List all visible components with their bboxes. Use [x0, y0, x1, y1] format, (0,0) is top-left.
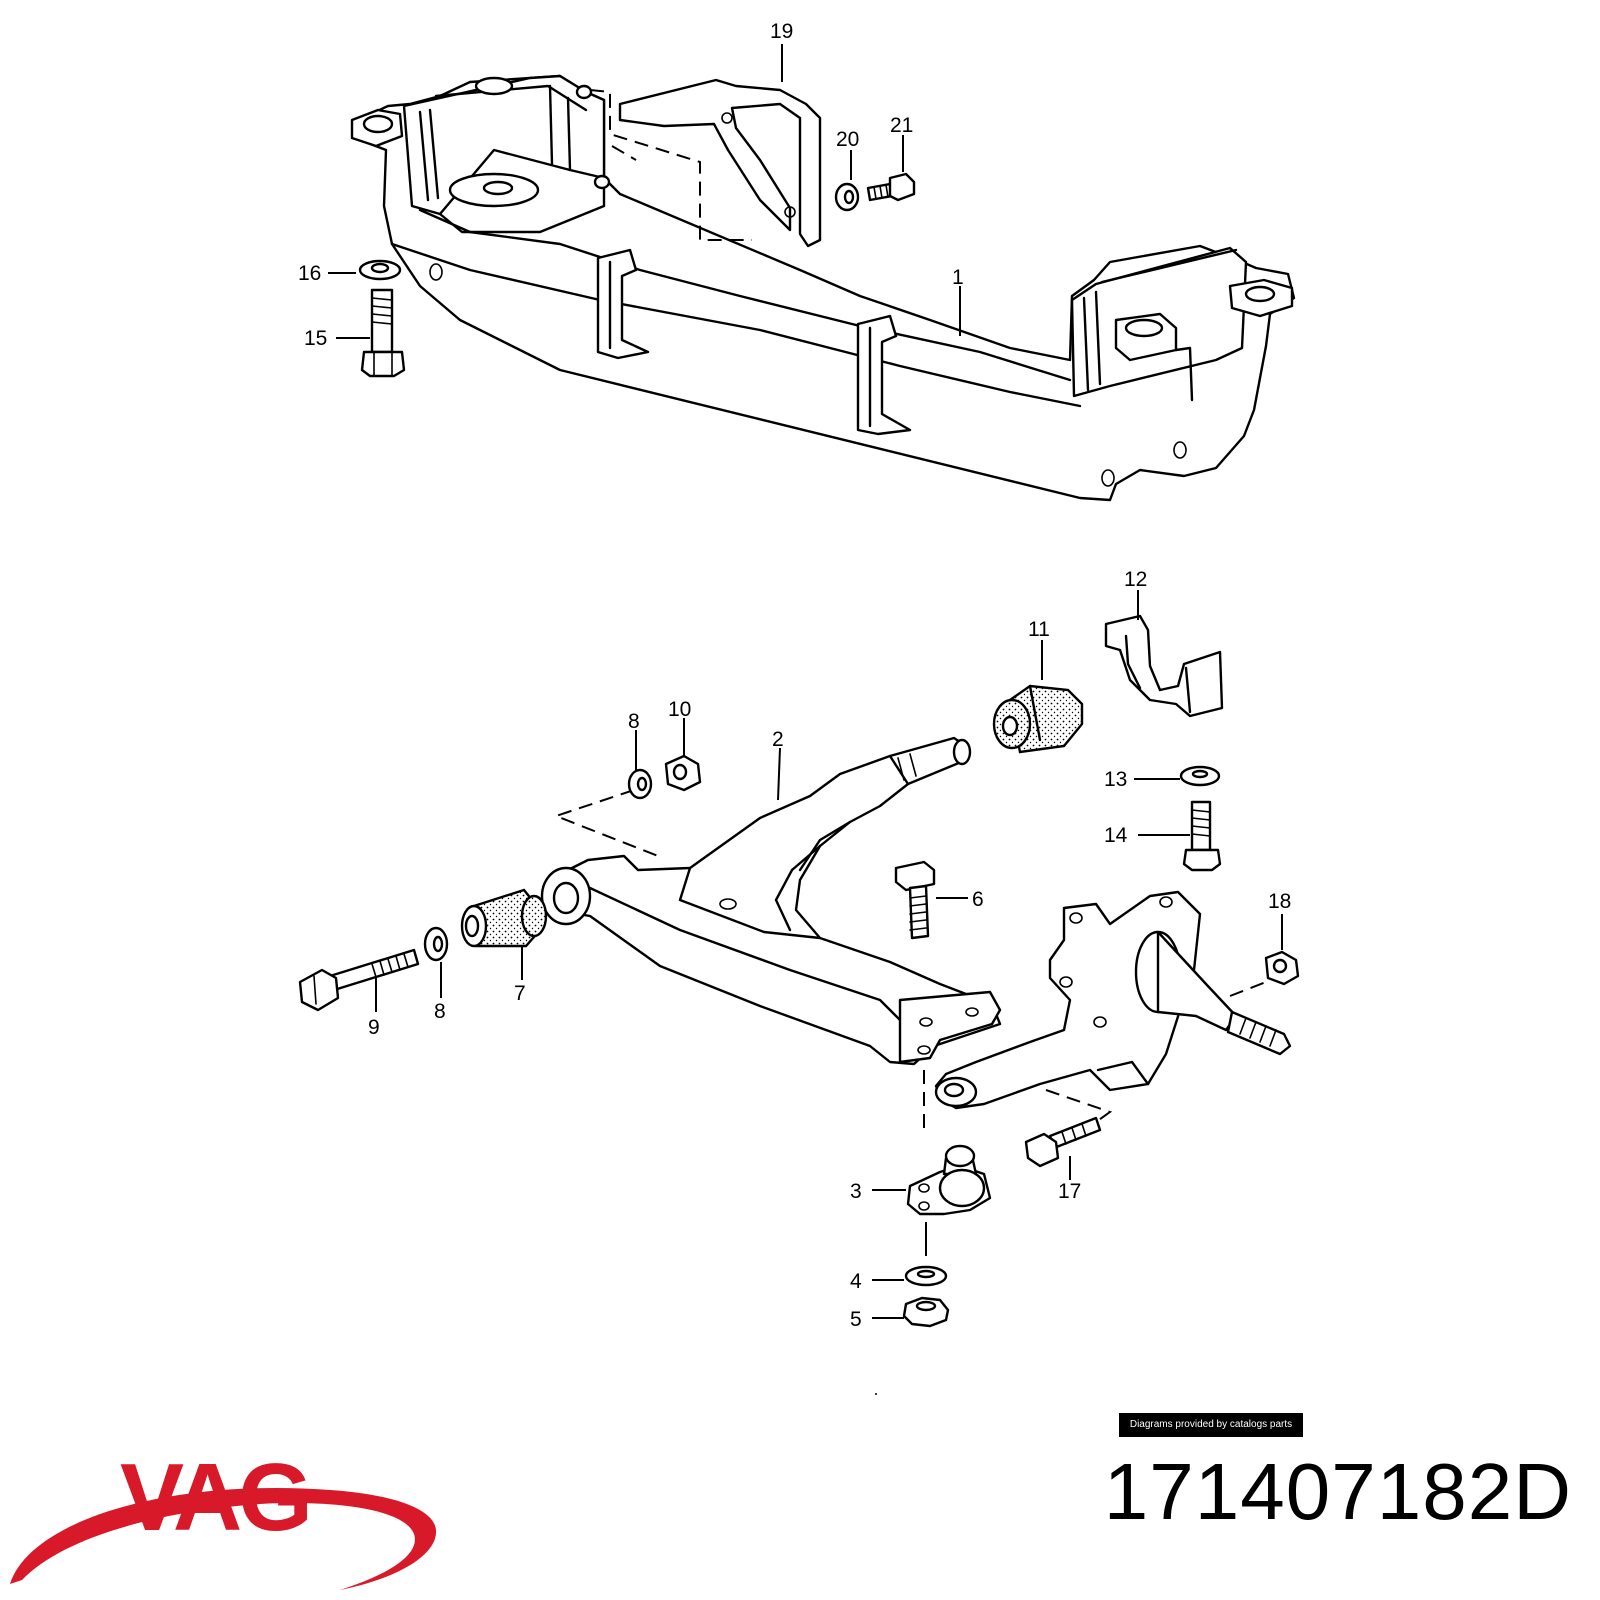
- callout-7: 7: [514, 982, 526, 1005]
- washer-16: [358, 259, 402, 281]
- part-number: 171407182D: [1103, 1447, 1572, 1536]
- bolt-17: [1024, 1116, 1102, 1168]
- callouts: 1 2 3 4 5 6 7 8 8 9 10 11 12 13 14 15 16…: [298, 20, 1291, 1331]
- bushing-7: [460, 888, 548, 948]
- bolt-9: [298, 948, 420, 1012]
- diagram-credit-label: Diagrams provided by catalogs parts: [1119, 1413, 1303, 1437]
- callout-4: 4: [850, 1270, 862, 1293]
- callout-5: 5: [850, 1308, 862, 1331]
- subframe-crossmember: [350, 74, 1296, 502]
- nut-18: [1264, 950, 1300, 986]
- callout-19: 19: [770, 20, 793, 43]
- callout-18: 18: [1268, 890, 1291, 913]
- bolt-14: [1182, 800, 1222, 872]
- callout-11: 11: [1028, 618, 1050, 641]
- callout-6: 6: [972, 888, 984, 911]
- tab-washer-8-lower: [423, 926, 449, 962]
- assembly-lines-top: [589, 89, 752, 241]
- assembly-lines-middle: [553, 789, 1267, 1130]
- logo-swoosh: [10, 1487, 437, 1590]
- bushing-11: [992, 684, 1084, 754]
- nut-5: [902, 1296, 950, 1328]
- callout-20: 20: [836, 128, 859, 151]
- leader-lines: [328, 44, 1283, 1319]
- callout-8-lower: 8: [434, 1000, 446, 1023]
- callout-1: 1: [952, 266, 964, 289]
- lock-washer-4: [904, 1265, 948, 1287]
- nut-10: [664, 754, 702, 792]
- brand-wordmark: VAG: [120, 1444, 309, 1551]
- bolt-21: [866, 172, 916, 202]
- speck: [875, 1393, 877, 1395]
- steering-knuckle: [934, 890, 1292, 1110]
- washer-13: [1179, 765, 1221, 787]
- callout-14: 14: [1104, 824, 1128, 847]
- callout-13: 13: [1104, 768, 1127, 791]
- callout-21: 21: [890, 114, 913, 137]
- callout-9: 9: [368, 1016, 380, 1039]
- callout-16: 16: [298, 262, 321, 285]
- control-arm: [540, 736, 1002, 1066]
- callout-15: 15: [304, 327, 327, 350]
- callout-12: 12: [1124, 568, 1147, 591]
- clamp-12: [1104, 614, 1224, 718]
- tab-washer-8-upper: [627, 768, 653, 800]
- callout-10: 10: [668, 698, 691, 721]
- callout-17: 17: [1058, 1180, 1081, 1203]
- callout-3: 3: [850, 1180, 862, 1203]
- bolt-15: [360, 288, 406, 378]
- callout-8-upper: 8: [628, 710, 640, 733]
- bolt-6: [894, 860, 936, 940]
- ball-joint-3: [906, 1144, 992, 1216]
- callout-2: 2: [772, 728, 784, 751]
- vag-logo: VAG: [10, 1444, 437, 1590]
- washer-20: [834, 182, 860, 212]
- bracket-19: [618, 78, 822, 248]
